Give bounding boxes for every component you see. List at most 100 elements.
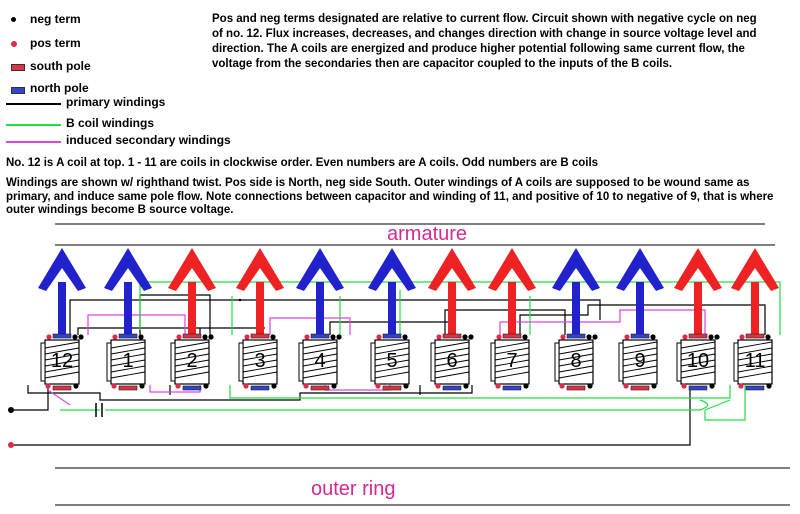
legend-label: south pole <box>30 59 91 73</box>
source-neg-terminal-icon <box>8 407 14 413</box>
coil-7: 7 <box>488 248 536 391</box>
pos-terminal-icon <box>304 334 310 340</box>
coil-body <box>618 339 658 385</box>
bottom-pole-bar-icon <box>442 385 462 391</box>
pos-terminal-icon <box>112 334 118 340</box>
secondary-wiring <box>47 309 706 406</box>
coil-8: 8 <box>552 248 600 391</box>
secondary-winding-line-icon <box>6 141 61 143</box>
coil-3: 3 <box>236 248 284 391</box>
source-pos-terminal-icon <box>8 442 14 448</box>
flux-arrow-icon <box>168 248 216 337</box>
neg-terminal-icon <box>765 334 771 340</box>
top-pole-bar-icon <box>630 333 650 339</box>
pos-terminal-icon <box>738 383 744 389</box>
pos-terminal-icon <box>623 383 629 389</box>
bottom-pole-bar-icon <box>745 385 765 391</box>
flux-arrow-icon <box>368 248 416 337</box>
neg-terminal-icon <box>651 383 657 389</box>
neg-terminal-icon <box>139 383 145 389</box>
coil-body <box>554 339 594 385</box>
pos-terminal-icon <box>624 334 630 340</box>
flux-arrow-icon <box>674 248 722 337</box>
coil-2: 2 <box>168 248 216 391</box>
pos-terminal-icon <box>436 334 442 340</box>
flux-arrow-icon <box>104 248 152 337</box>
coil-number-label: 12 <box>51 350 73 372</box>
flux-arrow-icon <box>616 248 664 337</box>
coil-number-label: 6 <box>446 350 457 372</box>
neg-terminal-icon <box>73 383 79 389</box>
pos-terminal-icon <box>176 334 182 340</box>
top-pole-bar-icon <box>118 333 138 339</box>
pos-terminal-icon <box>435 383 441 389</box>
neg-terminal-icon <box>587 383 593 389</box>
coil-number-label: 11 <box>745 350 766 372</box>
neg-terminal-icon <box>330 334 336 340</box>
pos-terminal-icon <box>111 383 117 389</box>
coil-9: 9 <box>616 248 664 391</box>
coil-body <box>106 339 146 385</box>
neg-terminal-icon <box>462 334 468 340</box>
neg-terminal-icon <box>586 334 592 340</box>
coil-number-label: 2 <box>186 350 197 372</box>
legend-label: primary windings <box>66 95 166 109</box>
flux-arrow-icon <box>488 248 536 337</box>
flux-arrow-icon <box>428 248 476 337</box>
capacitor-icon <box>95 403 103 417</box>
neg-terminal-icon <box>522 334 528 340</box>
top-pole-bar-icon <box>442 333 462 339</box>
top-pole-bar-icon <box>745 333 765 339</box>
pos-term-dot-icon <box>11 41 17 47</box>
bottom-pole-bar-icon <box>250 385 270 391</box>
top-pole-bar-icon <box>688 333 708 339</box>
flux-arrow-icon <box>38 248 86 337</box>
pos-terminal-icon <box>739 334 745 340</box>
bottom-pole-bar-icon <box>630 385 650 391</box>
top-pole-bar-icon <box>566 333 586 339</box>
coil-number-label: 10 <box>687 350 709 372</box>
neg-terminal-icon <box>402 334 408 340</box>
neg-term-dot-icon <box>11 17 16 22</box>
coil-number-label: 4 <box>314 350 325 372</box>
flux-arrow-icon <box>236 248 284 337</box>
coil-body <box>40 339 80 385</box>
coil-6: 6 <box>428 248 476 391</box>
legend-label: pos term <box>30 36 81 50</box>
coil-11: 11 <box>731 248 779 391</box>
coil-number-label: 5 <box>386 350 397 372</box>
pos-terminal-icon <box>682 334 688 340</box>
coil-4: 4 <box>296 248 344 391</box>
neg-terminal-icon <box>468 334 474 340</box>
pos-terminal-icon <box>45 383 51 389</box>
pos-terminal-icon <box>681 383 687 389</box>
coil-number-label: 3 <box>254 350 265 372</box>
neg-terminal-icon <box>403 383 409 389</box>
coil-12: 12 <box>38 248 86 391</box>
coil-number-label: 8 <box>570 350 581 372</box>
pos-terminal-icon <box>303 383 309 389</box>
coil-number-label: 1 <box>122 350 133 372</box>
stray-dot-icon <box>238 298 242 302</box>
flux-arrow-icon <box>731 248 779 337</box>
pos-terminal-icon <box>560 334 566 340</box>
outer-ring-label: outer ring <box>311 478 396 500</box>
coil-1: 1 <box>104 248 152 391</box>
coil-number-label: 7 <box>506 350 517 372</box>
coil-order-note: No. 12 is A coil at top. 1 - 11 are coil… <box>6 157 599 169</box>
neg-terminal-icon <box>78 334 84 340</box>
bottom-pole-bar-icon <box>52 385 72 391</box>
coil-body <box>298 339 338 385</box>
legend-label: B coil windings <box>66 116 155 130</box>
neg-terminal-icon <box>271 383 277 389</box>
legend-label: neg term <box>30 12 81 26</box>
bottom-pole-bar-icon <box>566 385 586 391</box>
top-pole-bar-icon <box>502 333 522 339</box>
top-pole-bar-icon <box>52 333 72 339</box>
bottom-pole-bar-icon <box>310 385 330 391</box>
neg-terminal-icon <box>709 383 715 389</box>
coil-5: 5 <box>368 248 416 391</box>
neg-terminal-icon <box>208 334 214 340</box>
